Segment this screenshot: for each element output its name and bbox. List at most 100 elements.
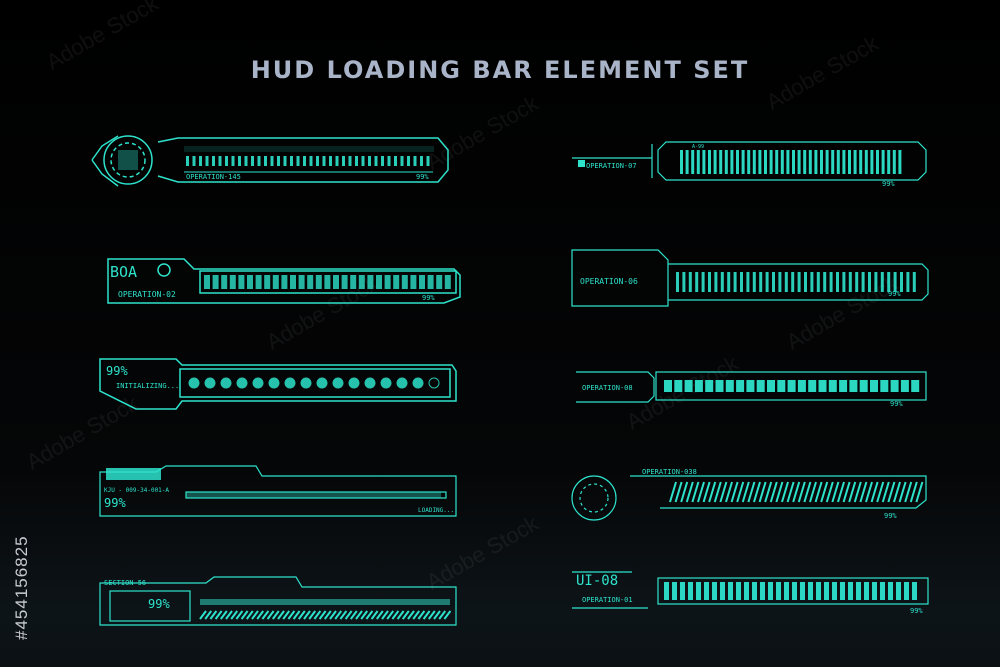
hatch-line: [797, 481, 806, 503]
progress-segment: [264, 156, 267, 166]
progress-segment: [864, 150, 868, 174]
progress-segment: [906, 272, 910, 292]
progress-segment: [231, 156, 235, 166]
progress-segment: [760, 582, 765, 600]
progress-segment: [848, 582, 853, 600]
hatch-line: [287, 610, 296, 620]
progress-dot: [428, 377, 440, 389]
percent-label: 99%: [104, 496, 126, 510]
progress-segment: [733, 272, 737, 292]
progress-segment: [715, 380, 724, 392]
progress-segment: [204, 275, 210, 289]
progress-dot: [284, 377, 296, 389]
loading-bar-section-56: SECTION-56 99%: [99, 576, 457, 626]
section-label: SECTION-56: [104, 579, 146, 587]
progress-segment: [777, 380, 786, 392]
hatch-line: [313, 610, 322, 620]
progress-segment: [685, 150, 689, 174]
hatch-line: [303, 610, 311, 620]
operation-label: OPERATION-02: [118, 290, 176, 299]
progress-segment: [836, 150, 840, 174]
operation-label: OPERATION-145: [186, 173, 241, 181]
hatch-line: [719, 481, 728, 503]
hatch-line: [876, 481, 885, 503]
progress-segment: [746, 272, 750, 292]
hatch-line: [825, 481, 834, 503]
progress-segment: [374, 156, 378, 166]
hatch-line: [292, 610, 301, 620]
progress-segment: [767, 380, 775, 392]
progress-segment: [820, 150, 823, 174]
progress-segment: [682, 272, 686, 292]
hatch-line: [251, 610, 259, 620]
progress-segment: [759, 272, 763, 292]
progress-segment: [720, 272, 724, 292]
progress-segment: [350, 275, 357, 289]
progress-segment: [887, 272, 891, 292]
hatch-line: [758, 481, 767, 503]
hatch-line: [375, 610, 384, 620]
hatch-line: [831, 481, 840, 503]
progress-segment: [367, 275, 374, 289]
hatch-fill: [199, 610, 452, 620]
progress-segment: [736, 582, 741, 600]
progress-segment: [814, 150, 818, 174]
progress-segment: [680, 150, 683, 174]
progress-segment: [868, 272, 871, 292]
progress-segment: [725, 380, 734, 392]
operation-label: OPERATION-038: [642, 468, 697, 476]
hatch-line: [674, 481, 683, 503]
percent-label: 99%: [884, 512, 897, 520]
code-label: BOA: [110, 263, 137, 281]
hatch-line: [433, 610, 441, 620]
progress-segment: [787, 380, 796, 392]
progress-segment: [664, 582, 669, 600]
progress-segment: [730, 150, 734, 174]
progress-segment: [688, 272, 692, 292]
progress-segment: [342, 156, 345, 166]
progress-segment: [765, 272, 769, 292]
progress-segment: [664, 380, 672, 392]
progress-dot: [332, 377, 344, 389]
progress-segment: [427, 275, 434, 289]
hatch-line: [736, 481, 745, 503]
progress-dots: [188, 377, 440, 389]
progress-segment: [341, 275, 348, 289]
hatch-line: [438, 610, 447, 620]
progress-segment: [792, 582, 797, 600]
progress-dot: [348, 377, 360, 389]
progress-cells: [680, 150, 902, 174]
progress-dot: [204, 377, 216, 389]
progress-segment: [708, 272, 711, 292]
code-label: KJU - 009-34-001-A: [104, 487, 169, 494]
progress-dot: [252, 377, 264, 389]
progress-segment: [410, 275, 417, 289]
progress-segment: [904, 582, 909, 600]
percent-label: 99%: [882, 180, 895, 188]
progress-segment: [225, 156, 228, 166]
hatch-line: [769, 481, 778, 503]
progress-segment: [680, 582, 685, 600]
progress-segment: [855, 272, 859, 292]
progress-segment: [419, 275, 425, 289]
progress-dot: [396, 377, 408, 389]
progress-segment: [694, 380, 703, 392]
progress-segment: [797, 272, 801, 292]
hatch-line: [370, 610, 379, 620]
progress-segment: [824, 582, 829, 600]
progress-dot: [220, 377, 232, 389]
progress-segment: [890, 380, 899, 392]
progress-segment: [823, 272, 827, 292]
hatch-line: [702, 481, 711, 503]
page-title: HUD LOADING BAR ELEMENT SET: [250, 56, 750, 84]
progress-segment: [856, 582, 861, 600]
progress-segment: [764, 150, 767, 174]
hatch-line: [915, 481, 924, 503]
progress-segment: [426, 156, 430, 166]
hatch-line: [741, 481, 750, 503]
progress-segment: [786, 150, 790, 174]
hatch-line: [225, 610, 233, 620]
progress-segment: [803, 150, 807, 174]
progress-segment: [880, 272, 884, 292]
hatch-line: [339, 610, 348, 620]
